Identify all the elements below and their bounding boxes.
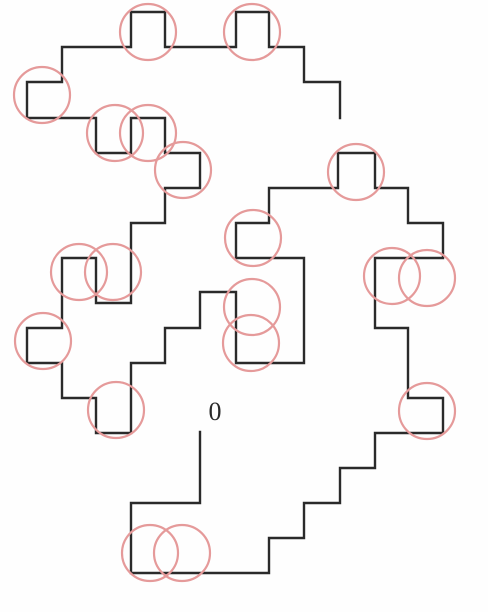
walk-path [25, 10, 445, 575]
circle-marker [12, 65, 72, 125]
circle-marker [118, 2, 178, 62]
circle-marker [326, 142, 386, 202]
circle-marker [83, 242, 143, 302]
circle-marker [223, 208, 283, 268]
circle-marker [85, 103, 145, 163]
circle-marker [222, 277, 282, 337]
circle-marker [118, 103, 178, 163]
circle-marker [86, 380, 146, 440]
origin-label: 0 [209, 397, 222, 426]
circle-markers [12, 2, 457, 583]
circle-marker [222, 2, 282, 62]
circle-marker [362, 246, 422, 306]
circle-marker [397, 248, 457, 308]
circle-marker [13, 311, 73, 371]
circle-marker [49, 242, 109, 302]
circle-marker [120, 523, 180, 583]
circle-marker [221, 313, 281, 373]
circle-marker [152, 523, 212, 583]
circle-marker [397, 381, 457, 441]
circle-marker [153, 140, 213, 200]
